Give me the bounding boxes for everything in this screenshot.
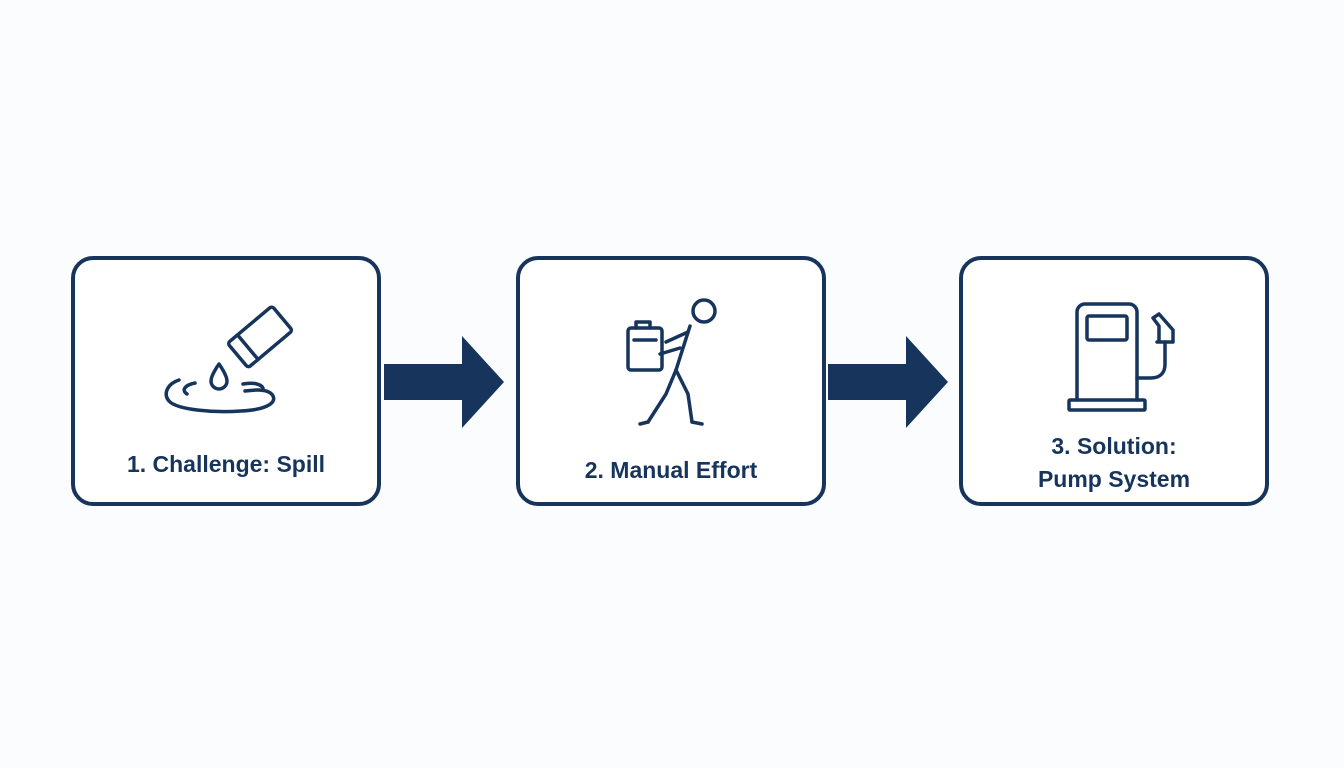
step-label-challenge: 1. Challenge: Spill (126, 451, 326, 477)
spill-icon (164, 305, 294, 414)
fuel-pump-icon (1067, 302, 1175, 412)
step-label-manual-effort: 2. Manual Effort (584, 457, 758, 483)
right-arrow-icon (384, 336, 504, 428)
right-arrow-icon (828, 336, 948, 428)
step-box-manual-effort: 2. Manual Effort (516, 256, 826, 506)
step-label-solution: 3. Solution: Pump System (1037, 433, 1191, 492)
step-box-challenge: 1. Challenge: Spill (71, 256, 381, 506)
step-box-solution: 3. Solution: Pump System (959, 256, 1269, 506)
person-carrying-icon (626, 298, 717, 426)
